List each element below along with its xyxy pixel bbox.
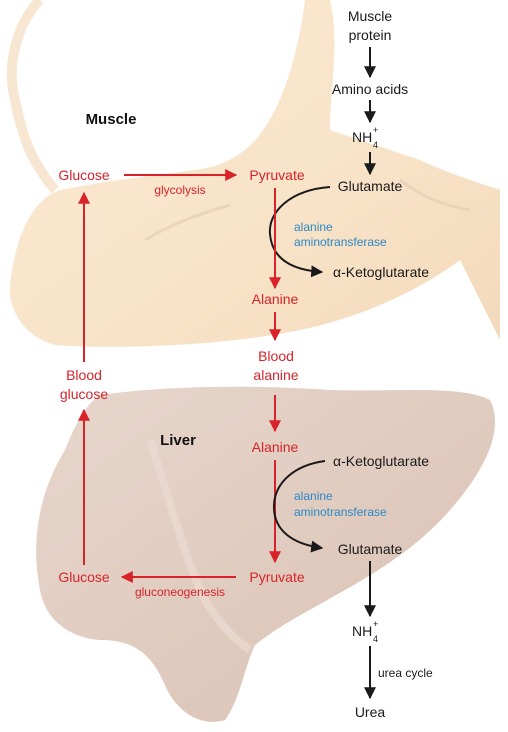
liver-enzyme-label-line2: aminotransferase [294, 505, 387, 519]
ammonium-superscript: + [373, 125, 378, 135]
svg-text:NH: NH [352, 129, 372, 145]
blood-alanine-label-line1: Blood [258, 348, 294, 364]
muscle-contour-line [144, 203, 231, 242]
ammonium-subscript: 4 [373, 634, 378, 644]
svg-text:NH: NH [352, 623, 372, 639]
muscle-contour-line [399, 178, 471, 212]
muscle-shape [9, 0, 501, 347]
muscle-enzyme-label-line2: aminotransferase [294, 235, 387, 249]
muscle-enzyme-label-line1: alanine [294, 220, 333, 234]
muscle-protein-label-line2: protein [349, 27, 392, 43]
liver-alanine-label: Alanine [252, 439, 299, 455]
blood-alanine-label-line2: alanine [253, 367, 298, 383]
liver-enzyme-label-line1: alanine [294, 489, 333, 503]
blood-glucose-label-line1: Blood [66, 367, 102, 383]
liver-transamination-arc [272, 460, 326, 553]
liver-shape [36, 386, 496, 722]
glycolysis-label: glycolysis [154, 183, 205, 197]
liver-ketoglutarate-label: α-Ketoglutarate [333, 453, 429, 469]
liver-region-label: Liver [160, 432, 196, 449]
liver-ammonium-label: NH + 4 [352, 619, 378, 644]
liver-glucose-label: Glucose [58, 569, 110, 585]
muscle-protein-label-line1: Muscle [348, 8, 393, 24]
urea-cycle-label: urea cycle [378, 666, 433, 680]
muscle-pyruvate-label: Pyruvate [249, 167, 304, 183]
muscle-alanine-label: Alanine [252, 291, 299, 307]
ammonium-subscript: 4 [373, 140, 378, 150]
amino-acids-label: Amino acids [332, 81, 408, 97]
muscle-illustration [6, 0, 501, 347]
muscle-glucose-label: Glucose [58, 167, 110, 183]
ammonium-superscript: + [373, 619, 378, 629]
liver-pyruvate-label: Pyruvate [249, 569, 304, 585]
liver-glutamate-label: Glutamate [338, 541, 403, 557]
muscle-transamination-arc [268, 186, 331, 278]
muscle-shading [6, 0, 59, 194]
liver-illustration [36, 386, 496, 722]
muscle-region-label: Muscle [86, 111, 137, 128]
liver-lobe-highlight [146, 438, 253, 654]
muscle-ammonium-label: NH + 4 [352, 125, 378, 150]
urea-label: Urea [355, 704, 386, 720]
muscle-glutamate-label: Glutamate [338, 178, 403, 194]
muscle-ketoglutarate-label: α-Ketoglutarate [333, 264, 429, 280]
gluconeogenesis-label: gluconeogenesis [135, 585, 225, 599]
blood-glucose-label-line2: glucose [60, 386, 108, 402]
